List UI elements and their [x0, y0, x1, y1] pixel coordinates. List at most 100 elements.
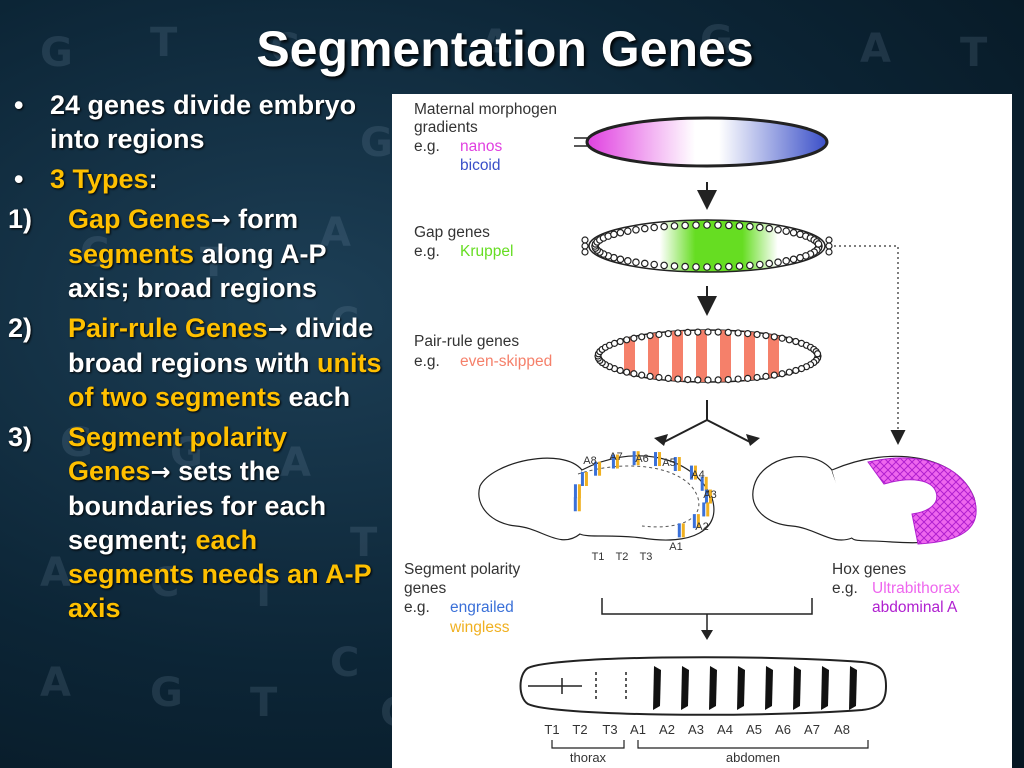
region-abdomen-label: abdomen: [726, 750, 780, 765]
segpol-segment-label: T3: [640, 551, 653, 563]
wingless-stripe: [681, 523, 685, 538]
engrailed-stripe: [573, 484, 577, 499]
bullet-marker: 1): [8, 204, 33, 234]
engrailed-stripe: [689, 465, 693, 480]
engrailed-stripe: [673, 457, 677, 472]
gap-nucleus: [703, 263, 711, 271]
bullet-highlight-text: Segment polarity Genes: [68, 422, 288, 486]
bullet-text: along A-P axis; broad regions: [68, 239, 327, 303]
pairrule-nucleus: [646, 331, 654, 340]
denticle-belt: [765, 666, 773, 710]
wingless-stripe: [706, 502, 710, 517]
segpol-segment-label: A7: [609, 451, 622, 463]
bullet-marker: •: [14, 164, 24, 194]
pairrule-nucleus: [704, 376, 712, 384]
gap-nucleus: [796, 253, 804, 262]
pairrule-stripes: [624, 330, 779, 382]
thorax-bracket: [551, 740, 625, 749]
pairrule-nucleus: [813, 350, 822, 358]
denticle-belt: [793, 666, 801, 710]
gap-label: Gap genes: [414, 224, 490, 241]
arrow-icon: →: [267, 315, 288, 343]
maternal-label-1: Maternal morphogen: [414, 101, 557, 118]
pairrule-nucleus: [684, 328, 692, 337]
gap-nucleus: [746, 261, 754, 270]
gap-nucleus: [632, 258, 640, 267]
segpol-segment-label: T1: [592, 551, 605, 563]
bullet-text: sets the boundaries for each segment;: [68, 456, 327, 555]
larva-segment-label: T1: [544, 722, 559, 737]
pairrule-nucleus: [762, 331, 770, 340]
pairrule-nucleus: [714, 376, 722, 384]
pairrule-nucleus: [753, 330, 761, 339]
engrailed-stripe: [632, 451, 636, 466]
pairrule-nucleus: [778, 370, 786, 378]
gap-nucleus: [703, 221, 711, 229]
pairrule-nucleus: [610, 339, 619, 347]
bullet-item: 2)Pair-rule Genes→ divide broad regions …: [8, 311, 388, 414]
denticle-belt: [709, 666, 717, 710]
wingless-stripe: [615, 454, 619, 469]
gap-pole-cell: [825, 242, 833, 250]
hox-example-ubx: Ultrabithorax: [872, 580, 960, 597]
segpol-segment-label: T2: [616, 551, 629, 563]
pairrule-nucleus: [734, 329, 742, 337]
pairrule-nuclei: [594, 328, 822, 384]
bullet-item: •3 Types:: [8, 162, 388, 196]
bullet-highlight-text: 3 Types: [50, 164, 149, 194]
gap-nucleus: [640, 224, 649, 233]
engrailed-stripe: [704, 489, 708, 504]
pairrule-nucleus: [616, 366, 624, 375]
bullet-item: 1)Gap Genes→ form segments along A-P axi…: [8, 202, 388, 305]
larva-segment-label: A7: [804, 722, 820, 737]
bullet-highlight-text: each segments needs an A-P axis: [68, 525, 372, 623]
engrailed-stripe: [692, 514, 696, 529]
pairrule-stripe: [624, 330, 635, 382]
wingless-stripe: [598, 461, 602, 476]
wingless-stripe: [658, 452, 662, 467]
segpol-label-1: Segment polarity: [404, 561, 521, 578]
gap-nucleus: [774, 225, 782, 234]
engrailed-stripe: [580, 471, 584, 486]
bullet-marker: •: [14, 90, 24, 120]
pairrule-nucleus: [770, 371, 778, 379]
wingless-stripe: [693, 465, 697, 480]
arrow-pairrule-split: [663, 400, 751, 443]
gap-nucleus: [632, 225, 640, 234]
pairrule-nucleus: [646, 372, 654, 381]
pairrule-nucleus: [792, 337, 800, 346]
gap-nucleus: [670, 222, 679, 230]
gap-eg: e.g.: [414, 243, 440, 260]
hox-label: Hox genes: [832, 561, 906, 578]
gap-nuclei: [581, 221, 833, 271]
larva-segment-label: A2: [659, 722, 675, 737]
gap-nucleus: [616, 228, 625, 237]
pairrule-example-eve: even-skipped: [460, 353, 552, 370]
gap-nucleus: [735, 222, 744, 230]
merge-bracket: [601, 598, 813, 634]
gap-nucleus: [681, 221, 689, 230]
wingless-stripe: [704, 476, 708, 491]
segmentation-diagram: Maternal morphogen gradients e.g. nanos …: [392, 94, 1012, 768]
gap-nucleus: [692, 221, 700, 229]
pairrule-nucleus: [724, 375, 732, 384]
segpol-embryo-head: [478, 457, 589, 541]
wingless-stripe: [577, 484, 581, 499]
arrow-icon: →: [210, 206, 231, 234]
diagram-svg: Maternal morphogen gradients e.g. nanos …: [404, 101, 977, 765]
larva-segment-label: A6: [775, 722, 791, 737]
larva-segment-label: A8: [834, 722, 850, 737]
background-letter: T: [250, 680, 278, 726]
hox-expression-domain: [867, 457, 977, 545]
engrailed-stripe: [594, 461, 598, 476]
pairrule-nucleus: [753, 373, 761, 382]
gap-nucleus: [714, 263, 722, 271]
background-letter: C: [330, 640, 360, 686]
segpol-eg: e.g.: [404, 599, 430, 616]
pairrule-nucleus: [785, 336, 793, 344]
slide-title: Segmentation Genes: [256, 21, 754, 77]
denticle-belt: [737, 666, 745, 710]
pairrule-nucleus: [704, 328, 712, 336]
larva-thoracic-boundaries: [595, 672, 627, 700]
bullet-highlight-text: segments: [68, 239, 195, 269]
